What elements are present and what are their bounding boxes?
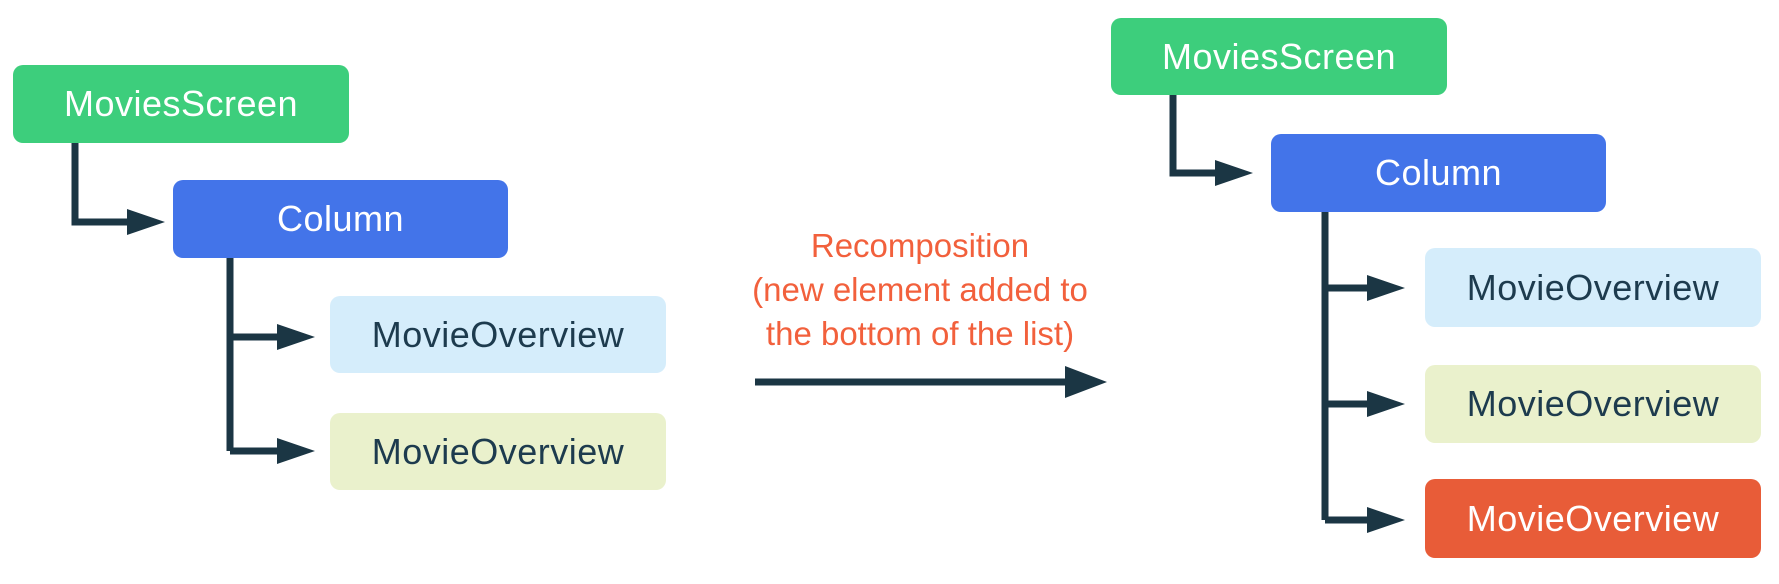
left-branch-1-arrowhead-icon <box>277 324 315 350</box>
right-branch-3-arrowhead-icon <box>1367 507 1405 533</box>
left-movie-overview-1-node: MovieOverview <box>330 296 666 373</box>
right-branch-2-arrowhead-icon <box>1367 391 1405 417</box>
right-root-arrowhead-icon <box>1215 160 1253 186</box>
right-movies-screen-node: MoviesScreen <box>1111 18 1447 95</box>
left-root-to-column-elbow <box>71 143 127 226</box>
right-movie-overview-1-node: MovieOverview <box>1425 248 1761 327</box>
right-movie-overview-2-node: MovieOverview <box>1425 365 1761 443</box>
annotation-line-3: the bottom of the list) <box>765 315 1075 352</box>
recomposition-annotation: Recomposition (new element added to the … <box>690 224 1150 356</box>
annotation-line-1: Recomposition <box>810 227 1030 264</box>
left-root-arrowhead-icon <box>127 209 165 235</box>
left-movies-screen-node: MoviesScreen <box>13 65 349 143</box>
right-column-node: Column <box>1271 134 1606 212</box>
recomposition-arrowhead-icon <box>1065 366 1107 398</box>
right-root-to-column-elbow <box>1169 95 1215 177</box>
left-column-node: Column <box>173 180 508 258</box>
left-branch-2-arrowhead-icon <box>277 438 315 464</box>
annotation-line-2: (new element added to <box>752 271 1088 308</box>
left-movie-overview-2-node: MovieOverview <box>330 413 666 490</box>
right-branch-1-arrowhead-icon <box>1367 275 1405 301</box>
right-movie-overview-3-new-node: MovieOverview <box>1425 479 1761 558</box>
